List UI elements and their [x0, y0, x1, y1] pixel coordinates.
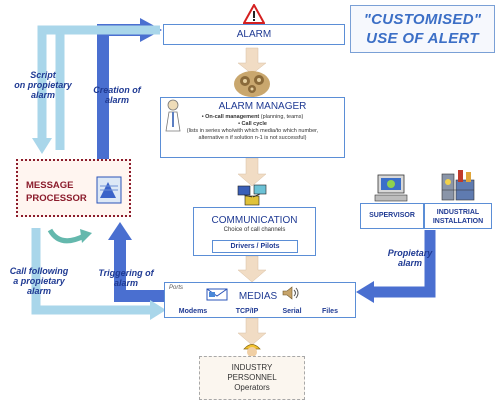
supervisor-box: SUPERVISOR	[360, 203, 424, 229]
alarm-manager-line1: • On-call management (planning, teams)	[161, 114, 344, 121]
label-call-line3: alarm	[26, 286, 52, 296]
supervisor-label: SUPERVISOR	[369, 212, 415, 219]
label-creation-line1: Creation of	[93, 85, 141, 95]
title-line1: "CUSTOMISED"	[363, 11, 482, 28]
communication-box: COMMUNICATION Choice of call channels Dr…	[193, 207, 316, 256]
title-line2: USE OF ALERT	[366, 30, 479, 47]
email-icon	[206, 288, 228, 301]
person-icon	[165, 99, 181, 132]
speaker-icon	[282, 286, 299, 300]
medias-box: Ports MEDIAS Modems TCP/IP Serial Files	[164, 282, 356, 318]
alarm-label: ALARM	[236, 29, 272, 40]
label-prop-line2: alarm	[397, 258, 423, 268]
title-box: "CUSTOMISED" USE OF ALERT	[350, 5, 495, 53]
gears-icon	[234, 71, 270, 97]
label-creation-of-alarm: Creation of alarm	[82, 85, 152, 105]
message-processor-line2: PROCESSOR	[26, 193, 87, 204]
drivers-pilots-box: Drivers / Pilots	[212, 240, 298, 253]
label-prop-line1: Propietary	[387, 248, 433, 258]
arrow-communication-to-medias	[237, 255, 267, 283]
oncall-management: • On-call management	[201, 114, 260, 120]
arrow-manager-to-communication	[237, 157, 267, 187]
medias-title: MEDIAS	[238, 291, 278, 302]
media-item-tcpip: TCP/IP	[235, 308, 259, 315]
arrow-alarm-to-manager	[237, 47, 267, 75]
alarm-manager-title: ALARM MANAGER	[218, 101, 307, 112]
personnel-line1: INDUSTRY	[231, 363, 273, 372]
arrow-script-on-proprietary-alarm	[37, 25, 160, 140]
label-trigger-line2: alarm	[113, 278, 139, 288]
industrial-installation-box: INDUSTRIAL INSTALLATION	[424, 203, 492, 229]
label-call-line1: Call following	[9, 266, 69, 276]
personnel-line2: PERSONNEL	[227, 373, 277, 382]
arrow-triggering-of-alarm	[114, 238, 168, 302]
drivers-pilots-label: Drivers / Pilots	[230, 243, 280, 250]
label-script-on-proprietary-alarm: Script on propietary alarm	[3, 70, 83, 100]
supervisor-computer-icon	[374, 174, 408, 202]
processor-icon	[96, 176, 122, 204]
industrial-line2: INSTALLATION	[432, 218, 484, 225]
label-script-line3: alarm	[30, 90, 56, 100]
arrow-proprietary-alarm	[372, 230, 436, 298]
personnel-box: INDUSTRY PERSONNEL Operators	[199, 356, 305, 400]
ports-label: Ports	[169, 285, 184, 291]
label-proprietary-alarm: Propietary alarm	[380, 248, 440, 268]
label-creation-line2: alarm	[104, 95, 130, 105]
personnel-line3: Operators	[234, 383, 270, 392]
media-item-files: Files	[322, 308, 338, 315]
arrow-medias-to-personnel	[237, 317, 267, 346]
communication-title: COMMUNICATION	[211, 215, 298, 226]
alarm-box: ALARM	[163, 24, 345, 45]
label-call-following-proprietary-alarm: Call following a propietary alarm	[0, 266, 78, 296]
network-icon	[237, 184, 267, 206]
warning-icon	[243, 4, 265, 24]
oncall-detail: (planning, teams)	[259, 114, 304, 120]
industrial-line1: INDUSTRIAL	[436, 209, 480, 216]
industrial-installation-icon	[441, 170, 475, 201]
arrow-call-following-proprietary-alarm	[31, 228, 152, 315]
label-trigger-line1: Triggering of	[98, 268, 154, 278]
label-triggering-of-alarm: Triggering of alarm	[90, 268, 162, 288]
media-item-modems: Modems	[178, 308, 208, 315]
media-item-serial: Serial	[282, 308, 302, 315]
call-cycle-label: • Call cycle	[238, 121, 267, 127]
label-call-line2: a propietary	[13, 276, 65, 286]
message-processor-line1: MESSAGE	[26, 180, 74, 191]
label-script-line2: on propietary	[14, 80, 72, 90]
call-cycle-detail-1: (lists in series who/with which media/to…	[186, 128, 319, 134]
alarm-manager-box: ALARM MANAGER • On-call management (plan…	[160, 97, 345, 158]
call-cycle-detail-2: alternative n if solution n-1 is not suc…	[198, 135, 307, 141]
label-script-line1: Script	[30, 70, 56, 80]
call-cycle: • Call cycle	[161, 121, 344, 128]
swirl-arrow	[47, 228, 86, 244]
communication-subtitle: Choice of call channels	[223, 227, 286, 233]
